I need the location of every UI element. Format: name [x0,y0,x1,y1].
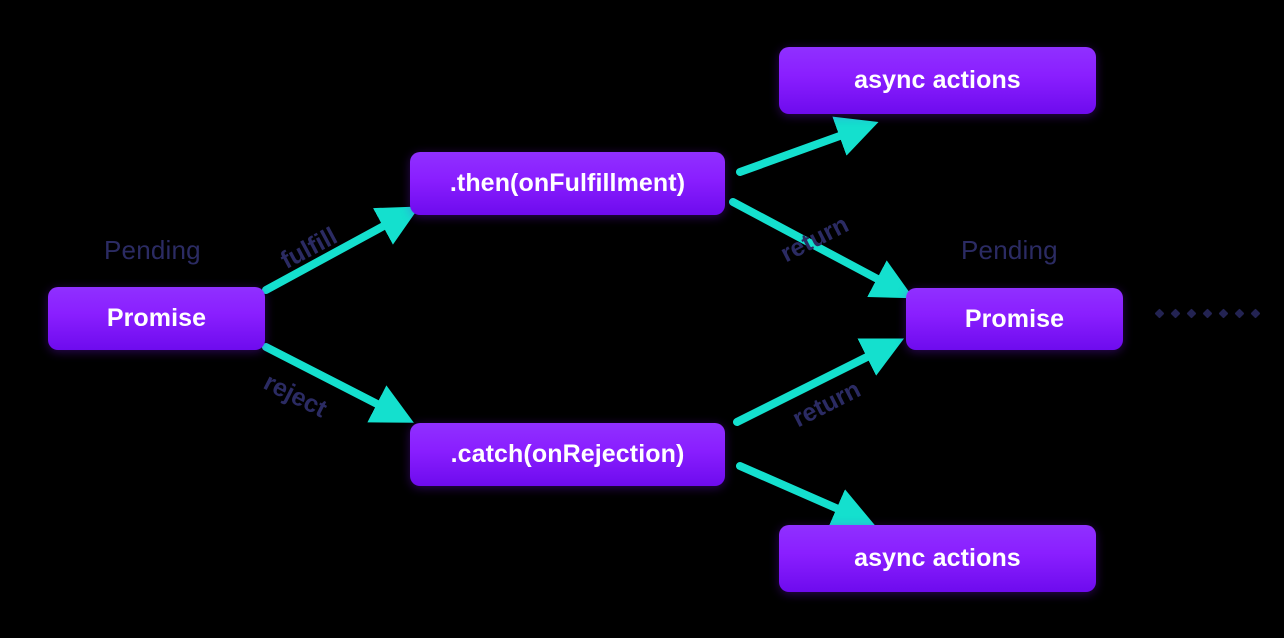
arrow-catch-to-async [736,462,875,528]
state-caption-pending-left: Pending [104,235,201,265]
trailing-dot [1218,308,1229,319]
node-async-actions-top[interactable]: async actions [779,47,1096,114]
state-caption-pending-right: Pending [961,235,1058,265]
node-promise-right-label: Promise [964,304,1065,333]
trailing-dot [1170,308,1181,319]
arrow-then-to-async [736,116,879,176]
edge-label-reject: reject [259,368,332,424]
trailing-dot [1234,308,1245,319]
node-async-actions-bottom-label: async actions [854,544,1021,572]
node-then-on-fulfillment[interactable]: .then(onFulfillment) [410,152,725,215]
edge-label-return-top: return [776,210,854,268]
trailing-dot [1186,308,1197,319]
node-async-actions-top-label: async actions [854,66,1021,94]
node-promise-left-label: Promise [106,304,207,332]
edge-label-return-bottom: return [788,375,866,433]
trailing-dot [1202,308,1213,319]
edge-label-fulfill: fulfill [276,221,342,275]
trailing-dot [1154,308,1165,319]
trailing-dots-continuation [1154,308,1261,319]
node-async-actions-bottom[interactable]: async actions [779,525,1096,592]
node-then-label: .then(onFulfillment) [449,169,686,197]
node-promise-right[interactable]: Promise [906,288,1123,350]
node-promise-left[interactable]: Promise [48,287,265,350]
trailing-dot [1250,308,1261,319]
node-catch-label: .catch(onRejection) [450,440,685,468]
node-catch-on-rejection[interactable]: .catch(onRejection) [410,423,725,486]
